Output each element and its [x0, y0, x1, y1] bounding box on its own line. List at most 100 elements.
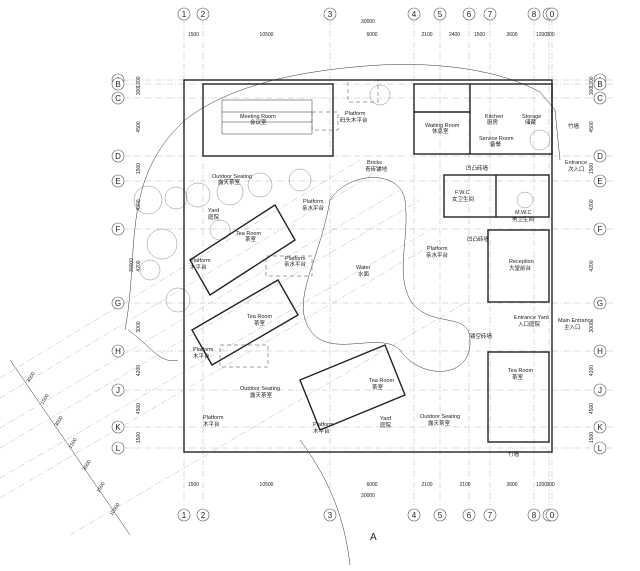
platform-2-en: Platform [303, 199, 324, 205]
waiting-room-zh: 休息室 [432, 127, 449, 135]
grid-bubble-col: 4 [407, 508, 421, 522]
platform-7-zh: 木平台 [203, 420, 220, 428]
main-entrance-en: Main Entrance [558, 318, 593, 324]
grid-bubble-label: 0 [550, 511, 555, 520]
grid-bubble-label: 0 [550, 10, 555, 19]
grid-bubble-col: 2 [196, 508, 210, 522]
grid-bubble-row: D [111, 149, 125, 163]
tree [247, 172, 273, 198]
dimension-segment: 4200 [136, 199, 142, 210]
grid-bubble-row: L [593, 441, 607, 455]
grid-bubble-col: 0 [545, 508, 559, 522]
building-outline [183, 79, 553, 453]
mwc-zh: 男卫生间 [512, 215, 534, 223]
dimension-segment: 300 [546, 32, 555, 38]
grid-bubble-label: H [115, 347, 121, 356]
grid-bubble-col: 6 [462, 7, 476, 21]
grid-bubble-label: 4 [412, 511, 417, 520]
diagonal-guides [0, 159, 471, 536]
grid-bubble-label: 6 [467, 10, 472, 19]
grid-bubble-row: J [593, 383, 607, 397]
grid-bubble-label: H [597, 347, 603, 356]
dimension-segment: 3600 [506, 32, 517, 38]
platform-3-en: Platform [190, 258, 211, 264]
grid-bubble-row: D [593, 149, 607, 163]
grid-bubble-label: 7 [488, 10, 493, 19]
platform-4-zh: 亲水平台 [284, 260, 307, 268]
yard-2-zh: 庭院 [380, 421, 392, 429]
concave-wall-1: 凹凸砖墙 [466, 164, 489, 172]
grid-bubble-col: 8 [527, 7, 541, 21]
meeting-room-zh: 会议室 [250, 118, 267, 126]
dimension-segment: 2400 [449, 32, 460, 38]
tree [369, 84, 391, 106]
reception-en: Reception [509, 259, 534, 265]
tea-pavilions [189, 204, 406, 431]
bamboo-wall-2: 竹墙 [508, 450, 520, 458]
dimension-segment: 1500 [136, 432, 142, 443]
dimension-segment: 10500 [260, 32, 274, 38]
dashed-boxes [219, 79, 379, 368]
grid-bubble-label: F [116, 225, 121, 234]
grid-bubble-row: K [593, 420, 607, 434]
grid-bubble-row: B [593, 77, 607, 91]
dimension-segment: 1500 [188, 32, 199, 38]
grid-bubble-label: 8 [532, 10, 537, 19]
fwc-zh: 女卫生间 [452, 195, 474, 203]
dimension-segment: 4500 [589, 121, 595, 132]
grid-bubble-label: 8 [532, 511, 537, 520]
grid-bubbles: 12345678901234567890ABCDEFGHJKLABCDEFGHJ… [111, 7, 607, 522]
yard-2-en: Yard [380, 416, 391, 422]
kitchen-zh: 厨房 [487, 118, 499, 126]
platform-5-en: Platform [427, 246, 448, 252]
section-mark: A [370, 532, 377, 543]
grid-bubble-row: H [111, 344, 125, 358]
platform-6-en: Platform [193, 347, 214, 353]
grid-bubble-label: G [597, 299, 603, 308]
grid-bubble-row: C [111, 91, 125, 105]
tree [529, 129, 551, 151]
meeting-room-en: Meeting Room [240, 114, 276, 120]
grid-bubble-label: G [115, 299, 121, 308]
tea-room-4-zh: 茶室 [372, 383, 384, 391]
outdoor-seating-3-zh: 露天茶室 [428, 419, 451, 427]
platform-top-zh: 码头木平台 [340, 116, 368, 124]
dimension-segment: 300 [136, 87, 142, 96]
dimension-segment: 2100 [459, 482, 470, 488]
tea-room-1-en: Tea Room [236, 231, 261, 237]
tree [133, 185, 163, 215]
grid-bubble-label: J [598, 386, 602, 395]
entrance-1-zh: 次入口 [568, 165, 585, 173]
grid-bubble-row: C [593, 91, 607, 105]
dimension-segment: 10500 [109, 502, 122, 517]
grid-bubble-col: 8 [527, 508, 541, 522]
grid-lines [112, 20, 615, 505]
platform-6-zh: 木平台 [193, 352, 210, 360]
grid-bubble-label: 1 [182, 511, 187, 520]
grid-bubble-label: F [598, 225, 603, 234]
grid-bubble-row: G [111, 296, 125, 310]
grid-bubble-label: J [116, 386, 120, 395]
kitchen-en: Kitchen [485, 114, 503, 120]
dimension-segment: 10500 [260, 482, 274, 488]
dimension-segment: 3000 [589, 321, 595, 332]
entrance-yard-zh: 入口庭院 [518, 320, 541, 328]
grid-bubble-col: 6 [462, 508, 476, 522]
platform-4-en: Platform [285, 256, 306, 262]
dimension-segment: 4500 [136, 121, 142, 132]
dimension-segment: 3000 [136, 321, 142, 332]
dimension-left: 1200300450015004200420030004200450015003… [129, 76, 142, 443]
tea-room-4-en: Tea Room [369, 378, 394, 384]
dimension-segment: 1500 [136, 163, 142, 174]
water-en: Water [356, 265, 371, 271]
tea-room-3-zh: 茶室 [512, 373, 524, 381]
dimension-segment: 1500 [589, 432, 595, 443]
dimension-segment: 1200 [536, 32, 547, 38]
tea-room-1-zh: 茶室 [245, 235, 257, 243]
grid-bubble-label: E [597, 177, 602, 186]
tree [146, 228, 178, 260]
grid-bubble-label: 4 [412, 10, 417, 19]
